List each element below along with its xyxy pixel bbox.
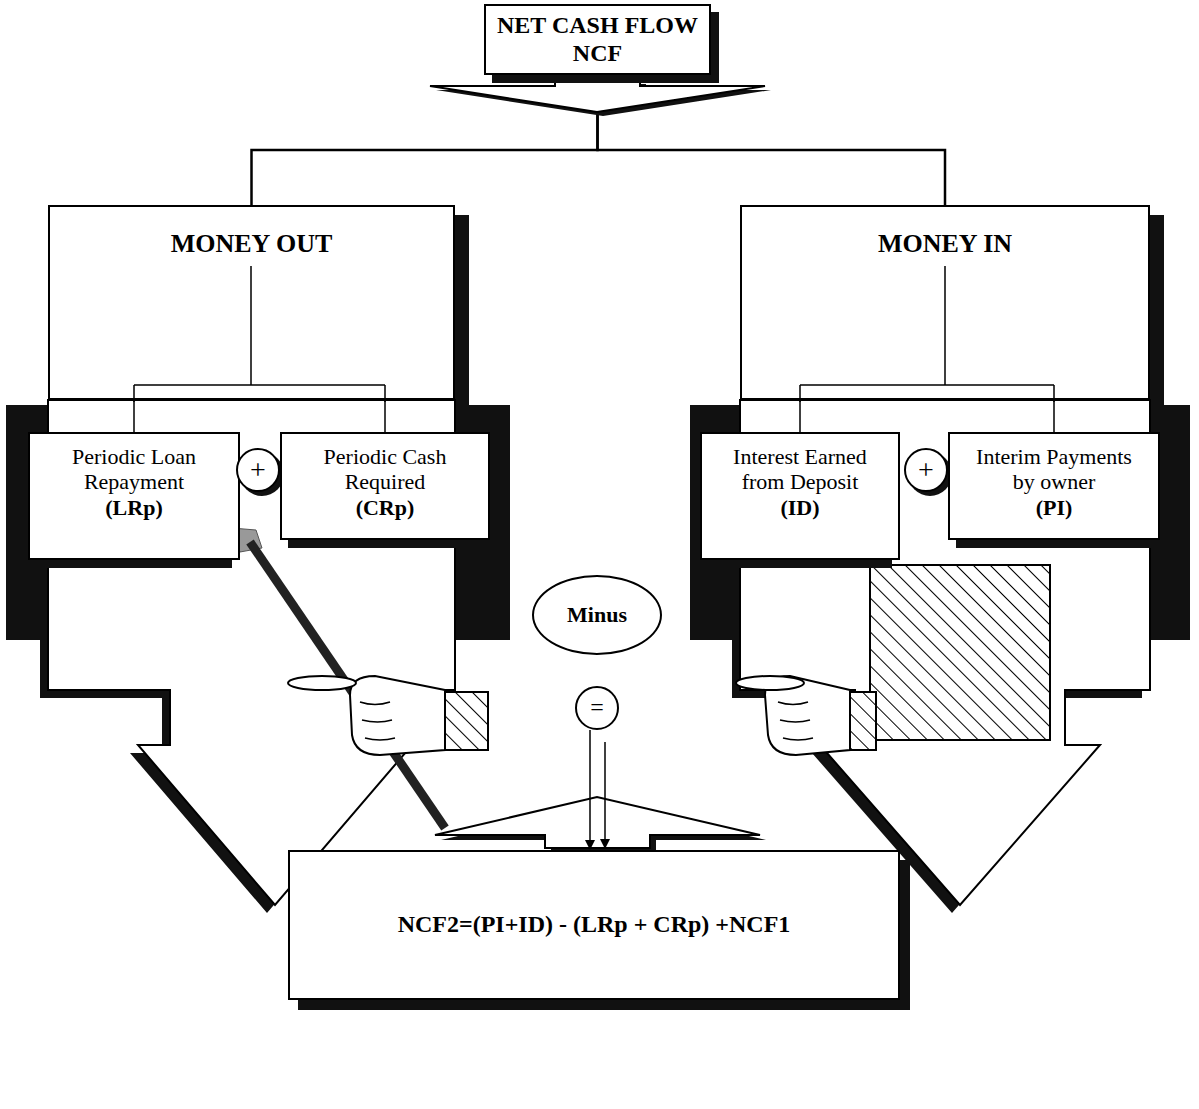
connector [384, 400, 386, 432]
node-symbol: (LRp) [105, 495, 162, 520]
process-box: Interim Payments by owner(PI) [948, 432, 1160, 540]
connector [589, 730, 591, 849]
pointing-finger [288, 676, 356, 690]
pointer-stick [250, 542, 445, 828]
group-box: MONEY OUT [48, 205, 455, 400]
node-label: MONEY IN [878, 229, 1012, 259]
down-arrow-line [604, 742, 606, 848]
node-label: + [918, 454, 934, 486]
connector [133, 400, 135, 432]
node-label: Interest Earned from Deposit [716, 444, 884, 495]
knuckle-lines [778, 702, 813, 740]
branch-line [800, 266, 1054, 402]
chevron [435, 797, 760, 848]
hatched-block [870, 565, 1050, 740]
formula-box: NCF2=(PI+ID) - (LRp + CRp) +NCF1 [288, 850, 900, 1000]
operator-circle: + [236, 448, 280, 492]
node-label: NET CASH FLOW [497, 12, 698, 40]
process-box: Periodic Cash Required(CRp) [280, 432, 490, 540]
node-label: MONEY OUT [171, 229, 333, 259]
branch-line [134, 266, 385, 402]
chevron [430, 80, 765, 112]
process-box: Interest Earned from Deposit(ID) [700, 432, 900, 560]
group-box: MONEY IN [740, 205, 1150, 400]
connector [799, 400, 801, 432]
operator-ellipse: Minus [532, 575, 662, 655]
operator-circle: + [904, 448, 948, 492]
pointing-finger [736, 676, 804, 690]
node-symbol: NCF [573, 40, 622, 68]
node-label: = [590, 694, 604, 722]
title-box: NET CASH FLOWNCF [484, 4, 711, 75]
node-label: Periodic Loan Repayment [44, 444, 224, 495]
hand-cuff [440, 692, 488, 750]
knuckle-lines [360, 702, 395, 740]
node-label: Periodic Cash Required [296, 444, 474, 495]
node-label: NCF2=(PI+ID) - (LRp + CRp) +NCF1 [398, 911, 791, 939]
node-symbol: (PI) [1036, 495, 1073, 520]
node-symbol: (ID) [780, 495, 819, 520]
node-label: Interim Payments by owner [964, 444, 1144, 495]
process-box: Periodic Loan Repayment(LRp) [28, 432, 240, 560]
node-label: + [250, 454, 266, 486]
node-symbol: (CRp) [356, 495, 415, 520]
connector [1053, 400, 1055, 432]
pointing-hand [350, 676, 445, 755]
node-label: Minus [567, 602, 627, 627]
operator-circle: = [575, 686, 619, 730]
